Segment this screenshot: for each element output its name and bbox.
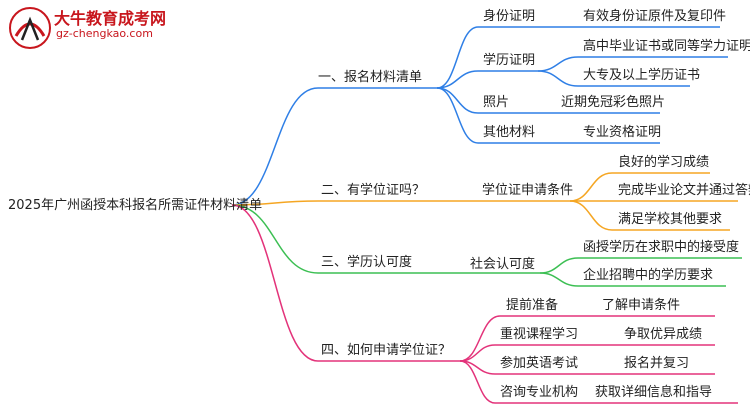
- node-education-proof: 学历证明: [483, 53, 536, 68]
- connector-b4-prepare: [459, 315, 501, 362]
- leaf-excellent-grades: 争取优异成绩: [624, 327, 703, 342]
- leaf-recent-photo: 近期免冠彩色照片: [561, 95, 666, 110]
- connector-b4-consult: [459, 360, 496, 404]
- node-prepare-early: 提前准备: [506, 298, 559, 313]
- branch-1-label: 一、报名材料清单: [318, 70, 423, 85]
- leaf-good-grades: 良好的学习成绩: [618, 155, 710, 170]
- connector-b2-grades: [569, 172, 613, 202]
- node-degree-conditions: 学位证申请条件: [482, 183, 574, 198]
- mindmap-root: 2025年广州函授本科报名所需证件材料清单: [8, 198, 263, 213]
- connector-b1-photo: [436, 87, 479, 114]
- brand-logo-icon: [9, 7, 51, 49]
- connector-b4-courses: [459, 344, 496, 362]
- watermark-site-name: 大牛教育成考网: [54, 9, 167, 28]
- leaf-college-diploma: 大专及以上学历证书: [583, 68, 701, 83]
- connector-b1-education: [436, 70, 479, 89]
- leaf-understand-conditions: 了解申请条件: [602, 298, 681, 313]
- connector-root-branch2: [231, 200, 319, 206]
- node-other-materials: 其他材料: [483, 125, 536, 140]
- connector-b1-other: [436, 87, 479, 144]
- connector-b1-identity: [436, 26, 479, 89]
- branch-4-label: 四、如何申请学位证？: [321, 343, 452, 358]
- connector-root-branch3: [231, 204, 319, 274]
- branch-3-label: 三、学历认可度: [321, 255, 413, 270]
- connector-root-branch1: [231, 87, 319, 206]
- node-focus-courses: 重视课程学习: [500, 327, 579, 342]
- leaf-professional-certificate: 专业资格证明: [583, 125, 662, 140]
- node-social-recognition: 社会认可度: [470, 257, 536, 272]
- leaf-register-review: 报名并复习: [624, 356, 690, 371]
- leaf-job-acceptance: 函授学历在求职中的接受度: [583, 240, 740, 255]
- node-identity-proof: 身份证明: [483, 9, 536, 24]
- connector-b3-hiring: [539, 272, 579, 287]
- leaf-get-guidance: 获取详细信息和指导: [595, 385, 713, 400]
- node-photo: 照片: [483, 95, 510, 110]
- leaf-id-card: 有效身份证原件及复印件: [583, 9, 727, 24]
- connector-b2-other: [569, 200, 613, 231]
- branch-2-label: 二、有学位证吗？: [321, 183, 426, 198]
- connector-root-branch4: [231, 204, 319, 362]
- connector-education-hs: [537, 56, 579, 72]
- leaf-other-requirements: 满足学校其他要求: [618, 212, 723, 227]
- connector-education-college: [537, 70, 579, 87]
- leaf-high-school-diploma: 高中毕业证书或同等学力证明: [583, 39, 750, 54]
- leaf-hiring-requirements: 企业招聘中的学历要求: [583, 268, 714, 283]
- leaf-thesis-defense: 完成毕业论文并通过答辩: [618, 183, 750, 198]
- watermark-site-url: gz-chengkao.com: [56, 27, 153, 40]
- node-consult-agency: 咨询专业机构: [500, 385, 579, 400]
- connector-b3-job: [539, 257, 579, 274]
- node-english-exam: 参加英语考试: [500, 356, 579, 371]
